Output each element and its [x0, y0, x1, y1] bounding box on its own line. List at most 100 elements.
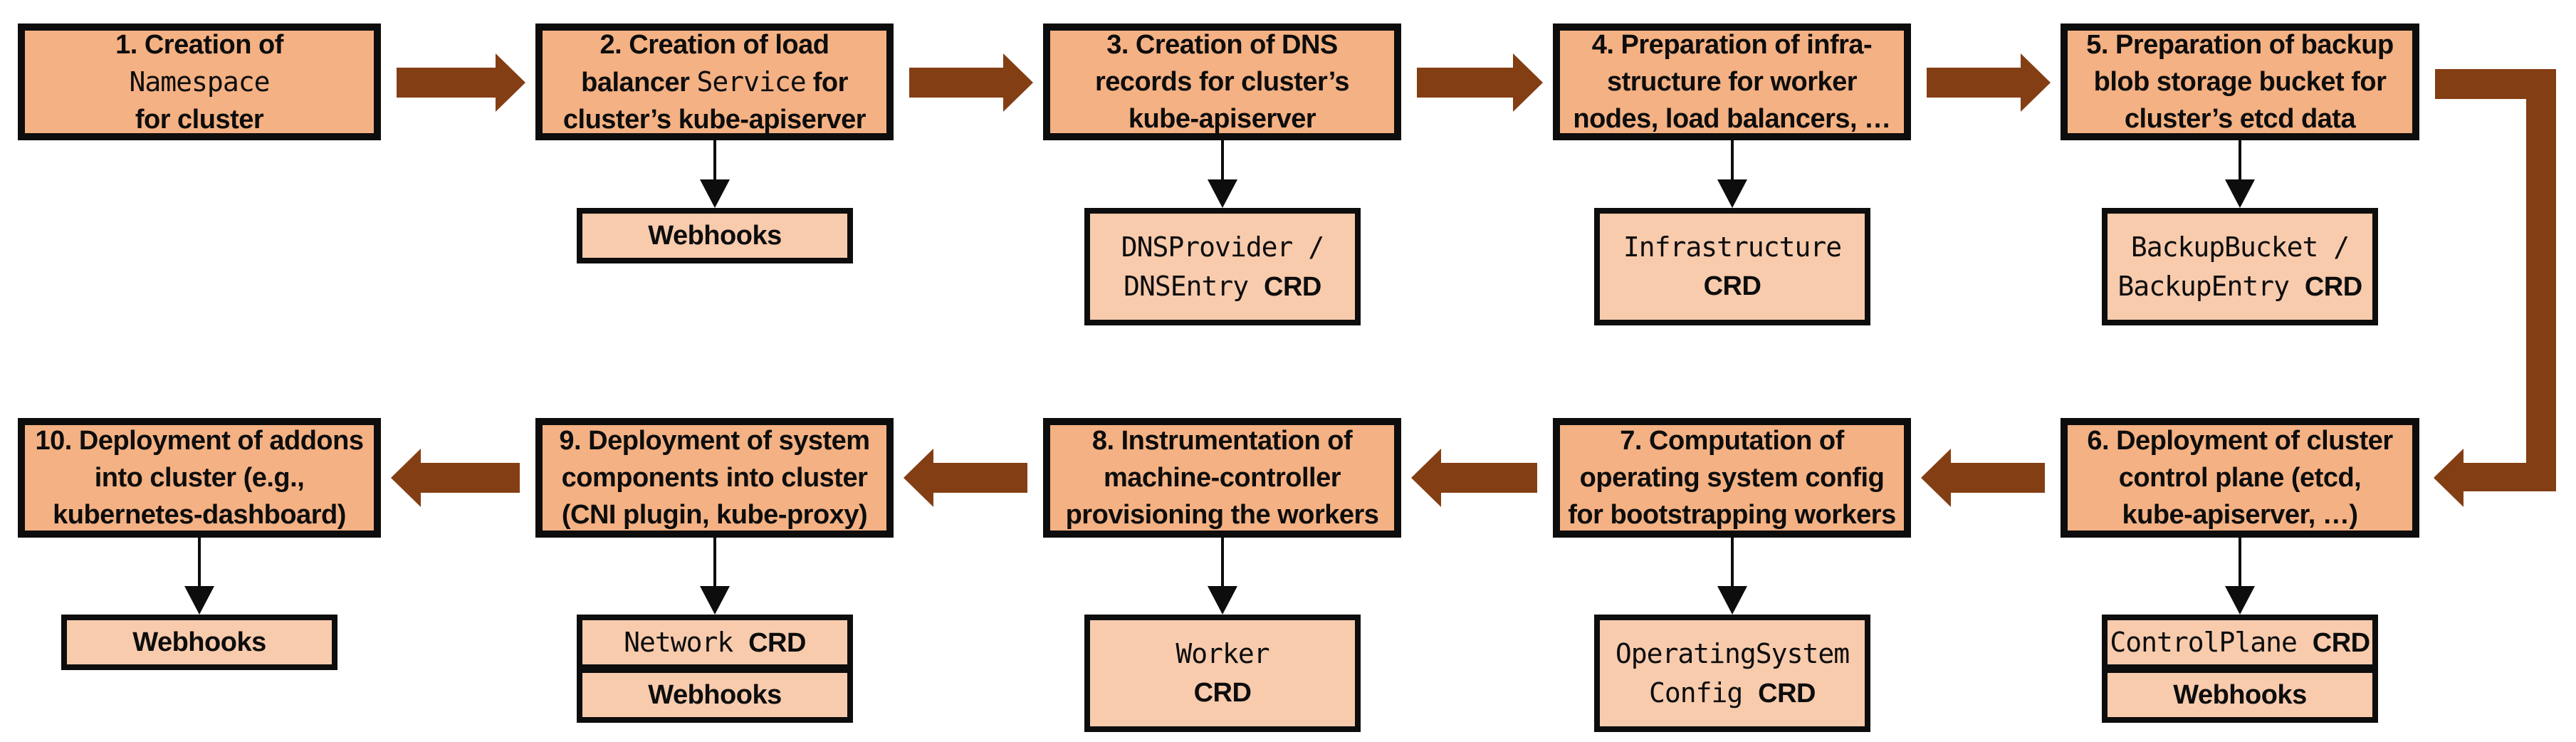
- step-label-line: structure for worker: [1606, 63, 1858, 100]
- attachment-box-2: Webhooks: [577, 208, 853, 263]
- step-label-line: 4. Preparation of infra-: [1591, 26, 1873, 63]
- flow-arrow-left-1-shaft: [419, 463, 520, 493]
- step-label-text: 4. Preparation of infra-: [1591, 30, 1873, 60]
- flow-arrow-right-2-shaft: [909, 68, 1005, 98]
- flow-arrow-left-3-head: [1411, 449, 1441, 507]
- elbow-arrow-vertical: [2526, 69, 2556, 491]
- attachment-text: Network: [624, 626, 749, 658]
- step-label-text: kube-apiserver: [1128, 104, 1316, 134]
- attachment-box-5: BackupBucket / BackupEntry CRD: [2102, 208, 2378, 325]
- connector-arrow-line-5: [2239, 136, 2241, 179]
- step-box-1: 1. Creation of Namespace for cluster: [18, 23, 381, 140]
- attachment-line: ControlPlane CRD: [2110, 623, 2370, 662]
- step-label-text: cluster’s etcd data: [2124, 104, 2356, 134]
- step-label-text: structure for worker: [1606, 67, 1858, 97]
- step-label-text: 7. Computation of: [1620, 426, 1844, 456]
- attachment-line: Worker: [1176, 634, 1269, 674]
- step-label-text: cluster’s kube-apiserver: [562, 104, 866, 135]
- step-label-text: 1. Creation of: [115, 29, 283, 60]
- step-label-line: balancer Service for: [581, 63, 848, 101]
- step-label-line: cluster’s kube-apiserver: [563, 101, 866, 138]
- attachment-box-6-1: ControlPlane CRD: [2102, 615, 2378, 670]
- flow-arrow-right-3-head: [1513, 53, 1543, 112]
- attachment-text: DNSEntry: [1124, 270, 1265, 302]
- flow-arrow-right-2-head: [1003, 53, 1033, 112]
- step-label-text: kube-apiserver, …): [2122, 500, 2358, 530]
- flow-arrow-right-3-shaft: [1417, 68, 1514, 98]
- attachment-line: Webhooks: [132, 623, 266, 662]
- step-label-text: kubernetes-dashboard): [53, 500, 346, 530]
- step-box-9: 9. Deployment of system components into c…: [535, 418, 894, 538]
- attachment-text: Webhooks: [132, 627, 266, 657]
- flow-arrow-right-4-head: [2021, 53, 2051, 112]
- connector-arrow-line-2: [713, 136, 716, 179]
- step-label-text: for cluster: [135, 104, 264, 135]
- step-label-text: 10. Deployment of addons: [35, 426, 364, 456]
- flow-arrow-right-1-shaft: [397, 68, 497, 98]
- step-label-text: nodes, load balancers, …: [1573, 104, 1891, 134]
- attachment-line: Infrastructure: [1623, 228, 1842, 267]
- attachment-text: Config: [1649, 676, 1759, 709]
- attachment-box-9-1: Network CRD: [577, 615, 853, 670]
- connector-arrowhead-8: [1207, 586, 1237, 615]
- attachment-line: CRD: [1704, 267, 1761, 305]
- attachment-text: CRD: [1264, 271, 1321, 302]
- step-label-text: for: [805, 67, 849, 98]
- step-label-text: balancer: [581, 67, 697, 98]
- step-label-line: components into cluster: [562, 459, 868, 496]
- step-label-text: Namespace: [129, 66, 271, 98]
- attachment-text: CRD: [2312, 627, 2370, 658]
- step-label-line: for bootstrapping workers: [1568, 496, 1896, 533]
- attachment-line: BackupEntry CRD: [2117, 267, 2362, 306]
- step-label-text: control plane (etcd,: [2118, 463, 2362, 493]
- flow-arrow-left-3-shaft: [1440, 463, 1537, 493]
- attachment-line: Webhooks: [648, 216, 782, 255]
- step-label-text: machine-controller: [1103, 463, 1341, 493]
- step-label-line: Namespace: [129, 63, 271, 101]
- step-label-text: 9. Deployment of system: [559, 426, 870, 456]
- attachment-box-6-2: Webhooks: [2102, 667, 2378, 723]
- step-label-text: for bootstrapping workers: [1568, 500, 1896, 530]
- step-label-line: nodes, load balancers, …: [1573, 100, 1891, 137]
- step-label-text: blob storage bucket for: [2093, 67, 2387, 97]
- attachment-box-9-2: Webhooks: [577, 667, 853, 723]
- attachment-text: BackupBucket /: [2130, 231, 2350, 263]
- attachment-text: Webhooks: [648, 680, 782, 710]
- attachment-text: Webhooks: [2173, 680, 2307, 710]
- step-label-line: provisioning the workers: [1066, 496, 1379, 533]
- step-label-line: 6. Deployment of cluster: [2087, 422, 2393, 459]
- step-label-text: 3. Creation of DNS: [1106, 30, 1338, 60]
- connector-arrowhead-3: [1207, 179, 1237, 208]
- attachment-text: CRD: [748, 627, 806, 658]
- connector-arrow-line-7: [1730, 533, 1734, 586]
- attachment-text: Webhooks: [648, 221, 782, 251]
- step-label-line: blob storage bucket for: [2094, 63, 2387, 100]
- attachment-text: Worker: [1176, 638, 1269, 669]
- step-label-line: 3. Creation of DNS: [1106, 26, 1338, 63]
- step-label-line: 10. Deployment of addons: [36, 422, 364, 459]
- attachment-line: DNSProvider /: [1121, 228, 1324, 267]
- connector-arrowhead-10: [184, 586, 214, 615]
- flow-arrow-left-4-shaft: [1949, 463, 2045, 493]
- connector-arrow-line-9: [713, 533, 716, 586]
- step-label-line: 9. Deployment of system: [559, 422, 870, 459]
- connector-arrow-line-10: [198, 533, 201, 586]
- step-label-text: components into cluster: [561, 463, 868, 493]
- connector-arrowhead-6: [2225, 586, 2255, 615]
- step-label-text: (CNI plugin, kube-proxy): [561, 500, 868, 530]
- attachment-text: ControlPlane: [2110, 626, 2313, 658]
- flow-arrow-right-1-head: [496, 53, 525, 112]
- step-box-6: 6. Deployment of cluster control plane (e…: [2061, 418, 2419, 538]
- attachment-box-10: Webhooks: [61, 615, 337, 670]
- flow-arrow-left-2-head: [904, 449, 933, 507]
- step-label-line: 8. Instrumentation of: [1092, 422, 1353, 459]
- step-label-text: Service: [696, 66, 807, 98]
- step-label-text: into cluster (e.g.,: [94, 463, 305, 493]
- flow-arrow-left-2-shaft: [932, 463, 1027, 493]
- connector-arrowhead-9: [699, 586, 730, 615]
